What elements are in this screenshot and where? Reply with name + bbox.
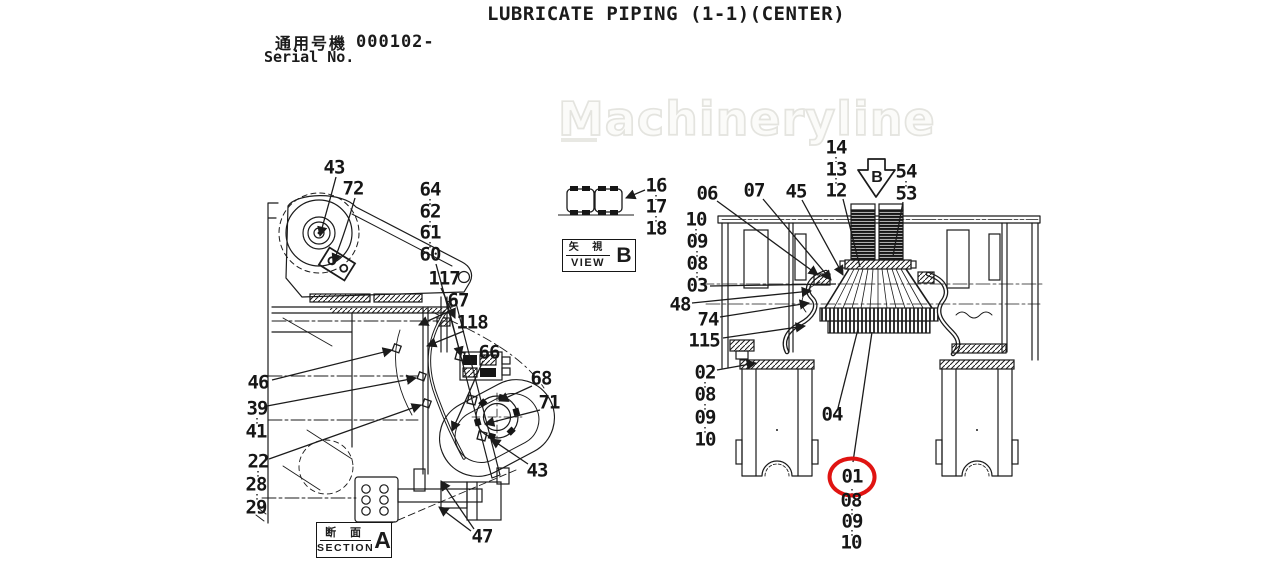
part-label-60: 60 <box>419 243 442 266</box>
part-label-39: 39 <box>246 397 269 420</box>
part-label-47: 47 <box>471 525 494 548</box>
part-label-08: 08 <box>694 383 717 406</box>
part-label-10: 10 <box>685 208 708 231</box>
view-b-callout: 矢 視 VIEW B <box>562 239 636 272</box>
view-arrow-letter: B <box>871 169 883 186</box>
serial-label-en: Serial No. <box>264 48 355 66</box>
part-label-10: 10 <box>694 428 717 451</box>
part-label-28: 28 <box>245 473 268 496</box>
view-label-jp: 矢 視 <box>568 242 608 253</box>
serial-number: 000102- <box>356 32 435 52</box>
section-letter: A <box>374 526 391 553</box>
part-label-66: 66 <box>478 341 501 364</box>
part-label-08: 08 <box>686 252 709 275</box>
part-label-07: 07 <box>743 179 766 202</box>
part-label-43: 43 <box>526 459 549 482</box>
part-label-62: 62 <box>419 200 442 223</box>
section-a-callout: 断 面 SECTION A <box>316 522 392 558</box>
part-label-45: 45 <box>785 180 808 203</box>
part-label-61: 61 <box>419 221 442 244</box>
part-label-03: 03 <box>686 274 709 297</box>
part-label-08: 08 <box>840 489 863 512</box>
front-view <box>699 203 1046 477</box>
page-title: LUBRICATE PIPING (1-1)(CENTER) <box>487 3 846 25</box>
part-label-12: 12 <box>825 179 848 202</box>
label-separators <box>256 157 907 536</box>
part-label-71: 71 <box>538 391 561 414</box>
part-label-04: 04 <box>821 403 844 426</box>
part-label-48: 48 <box>669 293 692 316</box>
part-label-68: 68 <box>530 367 553 390</box>
view-direction-arrow: B <box>857 158 896 198</box>
view-b-part-icon <box>558 186 634 216</box>
part-label-118: 118 <box>456 311 488 334</box>
part-label-09: 09 <box>686 230 709 253</box>
watermark-logo: Machineryline <box>557 91 936 147</box>
part-label-64: 64 <box>419 178 442 201</box>
part-label-09: 09 <box>694 406 717 429</box>
part-label-117: 117 <box>428 267 460 290</box>
watermark-underline <box>561 138 597 142</box>
part-label-54: 54 <box>895 160 918 183</box>
view-letter: B <box>616 243 632 267</box>
part-label-16: 16 <box>645 174 668 197</box>
part-label-01: 01 <box>827 456 877 498</box>
leader-lines <box>266 176 904 532</box>
part-label-41: 41 <box>245 420 268 443</box>
part-label-06: 06 <box>696 182 719 205</box>
part-label-115: 115 <box>688 329 720 352</box>
serial-label-jp: 通用号機 <box>275 34 348 53</box>
part-label-22: 22 <box>247 450 270 473</box>
part-label-74: 74 <box>697 308 720 331</box>
part-label-43: 43 <box>323 156 346 179</box>
part-label-72: 72 <box>342 177 365 200</box>
section-a-view <box>255 192 556 557</box>
divider <box>320 539 372 541</box>
view-label-en: VIEW <box>570 257 606 269</box>
section-label-en: SECTION <box>317 541 375 554</box>
part-label-09: 09 <box>841 510 864 533</box>
section-label-jp: 断 面 <box>325 525 366 539</box>
part-label-13: 13 <box>825 158 848 181</box>
part-label-67: 67 <box>447 289 470 312</box>
part-label-29: 29 <box>245 496 268 519</box>
part-label-10: 10 <box>840 531 863 554</box>
divider <box>566 255 610 256</box>
part-label-46: 46 <box>247 371 270 394</box>
part-label-18: 18 <box>645 217 668 240</box>
part-label-14: 14 <box>825 136 848 159</box>
part-label-17: 17 <box>645 195 668 218</box>
part-label-02: 02 <box>694 361 717 384</box>
part-label-53: 53 <box>895 182 918 205</box>
